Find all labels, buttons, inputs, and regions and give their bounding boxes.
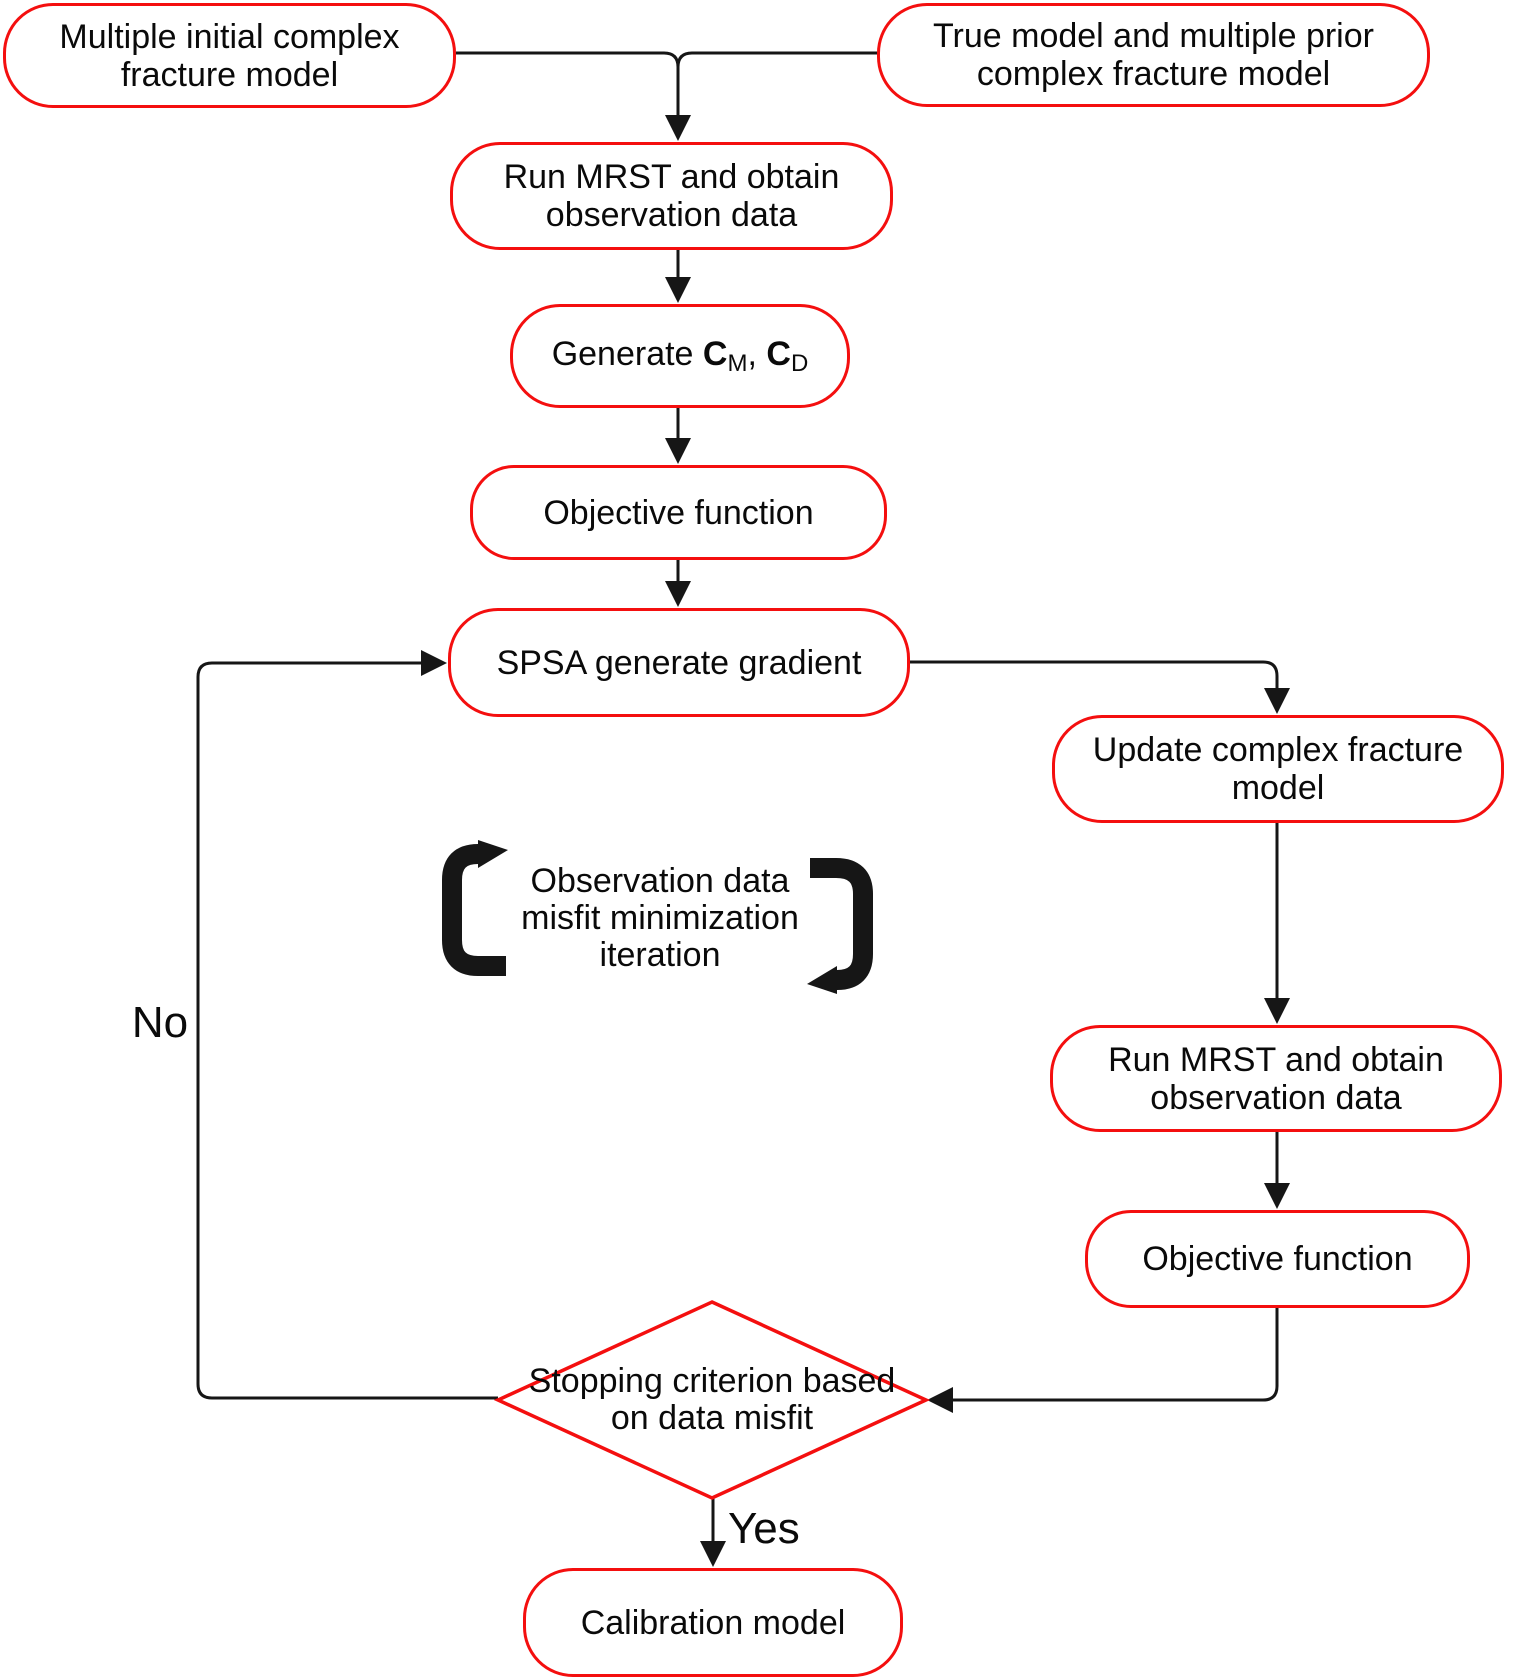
connector-spsa-to-update [910,660,1279,690]
node-initial-model: Multiple initial complex fracture model [3,3,456,108]
arrowhead-into-run-mrst-top [665,115,691,141]
arrowhead-no-into-spsa [421,650,447,676]
node-label: Generate CM, CD [552,335,809,377]
node-true-model: True model and multiple prior complex fr… [877,3,1430,107]
covariance-cd-subscript: D [790,350,809,377]
connector-objective-right-to-decision [951,1308,1279,1402]
node-label: True model and multiple prior complex fr… [933,17,1374,93]
node-calibration-model: Calibration model [523,1568,903,1677]
covariance-cm-symbol: C [702,335,728,373]
arrowhead-into-spsa [665,581,691,607]
edge-label-yes: Yes [728,1504,800,1553]
decision-diamond-shape [493,1300,931,1500]
covariance-cd-symbol: C [766,335,791,373]
loop-arrow-right-icon [810,858,873,990]
node-objective-function-right: Objective function [1085,1210,1470,1308]
connector-merge-right [676,51,877,68]
generate-prefix: Generate [551,335,703,373]
arrowhead-into-generate [665,277,691,303]
node-objective-function-top: Objective function [470,465,887,560]
iteration-loop-caption: Observation data misfit minimization ite… [495,862,825,974]
node-run-mrst-right: Run MRST and obtain observation data [1050,1025,1502,1132]
generate-separator: , [747,335,767,373]
node-label: Multiple initial complex fracture model [59,17,400,94]
node-label: Run MRST and obtain observation data [503,158,840,234]
arrowhead-into-run-mrst-right [1264,998,1290,1024]
covariance-cm-subscript: M [727,350,748,377]
node-spsa-generate-gradient: SPSA generate gradient [448,608,910,717]
node-label: Objective function [1142,1240,1413,1278]
loop-arrow-left-icon [442,844,506,976]
node-label: Run MRST and obtain observation data [1108,1040,1444,1117]
decision-diamond-label: Stopping criterion based on data misfit [512,1352,912,1448]
connector-no-loop [196,661,498,1400]
loop-arrow-right-head-icon [807,966,837,994]
loop-arrow-left-head-icon [478,840,508,868]
node-label: SPSA generate gradient [496,643,862,682]
connector-merge-left [456,51,680,117]
node-label: Calibration model [580,1603,846,1642]
arrowhead-into-objective-top [665,438,691,464]
loop-caption-text: Observation data misfit minimization ite… [521,861,799,974]
arrowhead-into-calibration [700,1541,726,1567]
node-label: Update complex fracture model [1092,731,1464,807]
arrowhead-into-update [1264,688,1290,714]
arrowhead-into-objective-right [1264,1183,1290,1209]
node-run-mrst-top: Run MRST and obtain observation data [450,142,893,250]
node-generate-covariance: Generate CM, CD [510,304,850,408]
arrowhead-into-decision [927,1387,953,1413]
node-update-fracture-model: Update complex fracture model [1052,715,1504,823]
node-label: Stopping criterion based on data misfit [528,1362,896,1437]
edge-label-no: No [131,998,189,1047]
node-label: Objective function [543,493,814,532]
